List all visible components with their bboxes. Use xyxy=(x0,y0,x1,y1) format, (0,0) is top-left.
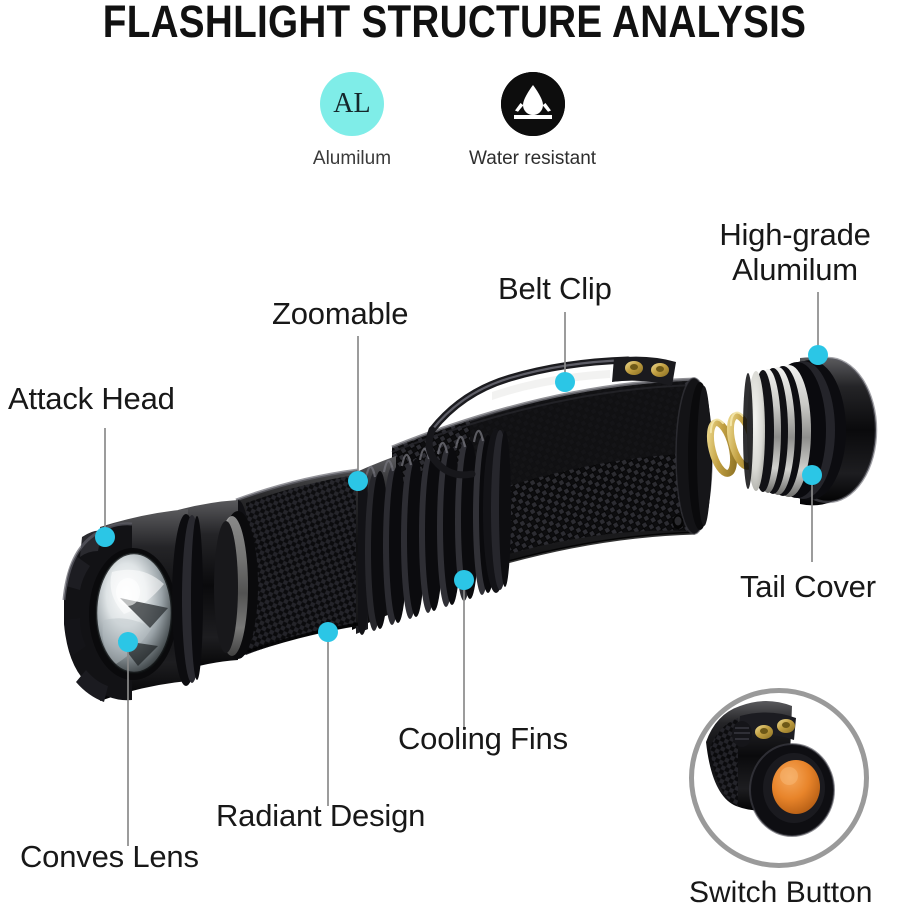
dot-zoomable xyxy=(348,471,368,491)
body-tail-collar xyxy=(672,377,713,535)
dot-high-grade xyxy=(808,345,828,365)
badge-aluminum-label: Alumilum xyxy=(312,148,392,169)
belt-clip xyxy=(425,356,676,479)
dot-conves-lens xyxy=(118,632,138,652)
callout-label-belt-clip: Belt Clip xyxy=(498,271,612,306)
callout-label-high-grade-line1: High-grade xyxy=(719,217,871,252)
callout-label-tail-cover: Tail Cover xyxy=(740,569,876,604)
callout-marker-dots xyxy=(95,345,828,652)
badge-water-resistant-label: Water resistant xyxy=(469,148,597,169)
badge-water-resistant: Water resistant xyxy=(469,72,596,170)
feature-badge-row: AL Alumilum Water resistant xyxy=(0,72,909,170)
callout-label-attack-head: Attack Head xyxy=(8,381,175,416)
water-resistant-icon xyxy=(500,72,565,136)
callout-label-zoomable: Zoomable xyxy=(272,296,409,331)
callout-label-cooling-fins: Cooling Fins xyxy=(398,721,568,756)
switch-button-inset-ring xyxy=(689,688,869,868)
convex-lens xyxy=(89,548,177,680)
switch-button-inset-label: Switch Button xyxy=(689,876,873,909)
dot-belt-clip xyxy=(555,372,575,392)
dot-radiant-design xyxy=(318,622,338,642)
callout-label-conves-lens: Conves Lens xyxy=(20,839,199,874)
badge-aluminum: AL Alumilum xyxy=(313,72,391,170)
tail-cover-threads xyxy=(747,365,811,497)
callout-label-radiant-design: Radiant Design xyxy=(216,798,426,833)
callout-label-high-grade-alumilum: High-grade Alumilum xyxy=(688,217,902,287)
dot-cooling-fins xyxy=(454,570,474,590)
dot-tail-cover xyxy=(802,465,822,485)
cooling-fins-section xyxy=(352,429,511,635)
flashlight-head xyxy=(62,500,258,702)
aluminum-badge-icon: AL xyxy=(319,72,384,136)
page-title: FLASHLIGHT STRUCTURE ANALYSIS xyxy=(102,0,807,47)
clip-screws xyxy=(625,361,669,377)
callout-leader-lines xyxy=(104,292,819,846)
dot-attack-head xyxy=(95,527,115,547)
flashlight-main-assembly xyxy=(62,356,878,702)
callout-label-high-grade-line2: Alumilum xyxy=(732,251,858,287)
aluminum-badge-glyph: AL xyxy=(333,88,371,119)
